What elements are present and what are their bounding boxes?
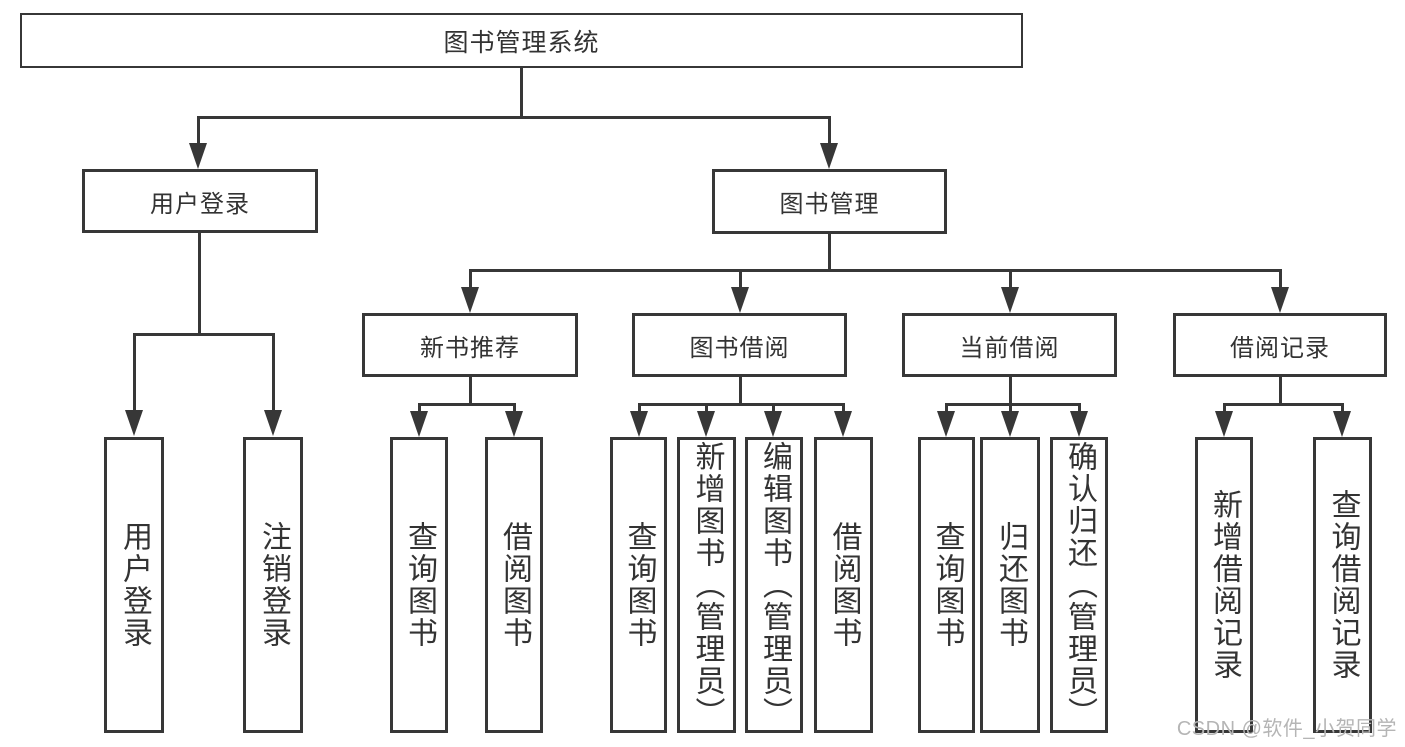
arrow-stem bbox=[944, 403, 948, 413]
node-book-management: 图书管理 bbox=[712, 169, 947, 234]
leaf-label: 新增图书（管理员） bbox=[690, 441, 724, 729]
arrow-down bbox=[1333, 411, 1351, 437]
arrow-stem bbox=[132, 333, 136, 412]
connector-book-mgmt-stem bbox=[827, 234, 831, 272]
arrow-stem bbox=[1340, 403, 1344, 413]
leaf-borrow-books-1: 借阅图书 bbox=[485, 437, 543, 733]
arrow-down bbox=[505, 411, 523, 437]
arrow-stem bbox=[841, 403, 845, 413]
arrow-stem bbox=[196, 116, 200, 145]
connector-book-borrow-bar bbox=[637, 403, 845, 406]
arrow-down bbox=[731, 287, 749, 313]
arrow-down bbox=[697, 411, 715, 437]
connector-root-stem bbox=[519, 68, 523, 119]
arrow-stem bbox=[468, 269, 472, 289]
arrow-down bbox=[1070, 411, 1088, 437]
arrow-down bbox=[1271, 287, 1289, 313]
arrow-down bbox=[820, 143, 838, 169]
connector-new-books-stem bbox=[468, 377, 472, 405]
arrow-down bbox=[1001, 287, 1019, 313]
arrow-stem bbox=[512, 403, 516, 413]
arrow-down bbox=[189, 143, 207, 169]
connector-book-mgmt-bar bbox=[468, 269, 1282, 272]
arrow-stem bbox=[1077, 403, 1081, 413]
leaf-label: 借阅图书 bbox=[827, 521, 861, 649]
connector-book-borrow-stem bbox=[738, 377, 742, 405]
leaf-label: 编辑图书（管理员） bbox=[758, 441, 791, 729]
leaf-query-books-3: 查询图书 bbox=[918, 437, 975, 733]
node-current-borrowing: 当前借阅 bbox=[902, 313, 1117, 377]
arrow-stem bbox=[1222, 403, 1226, 413]
connector-root-bar bbox=[196, 116, 831, 119]
connector-current-borrow-stem bbox=[1008, 377, 1012, 405]
leaf-return-books: 归还图书 bbox=[980, 437, 1040, 733]
leaf-query-books-1: 查询图书 bbox=[390, 437, 448, 733]
leaf-edit-books-admin: 编辑图书（管理员） bbox=[745, 437, 803, 733]
arrow-down bbox=[461, 287, 479, 313]
leaf-label: 查询图书 bbox=[622, 521, 656, 649]
node-new-books: 新书推荐 bbox=[362, 313, 578, 377]
leaf-borrow-books-2: 借阅图书 bbox=[814, 437, 873, 733]
leaf-label: 新增借阅记录 bbox=[1208, 489, 1241, 681]
leaf-label: 查询图书 bbox=[403, 521, 436, 649]
arrow-down bbox=[764, 411, 782, 437]
arrow-stem bbox=[1278, 269, 1282, 289]
node-borrowing-records: 借阅记录 bbox=[1173, 313, 1387, 377]
node-root: 图书管理系统 bbox=[20, 13, 1023, 68]
leaf-add-books-admin: 新增图书（管理员） bbox=[677, 437, 736, 733]
connector-borrow-records-bar bbox=[1222, 403, 1344, 406]
leaf-confirm-return-admin: 确认归还（管理员） bbox=[1050, 437, 1108, 733]
arrow-down bbox=[410, 411, 428, 437]
arrow-down bbox=[937, 411, 955, 437]
connector-current-borrow-bar bbox=[944, 403, 1081, 406]
node-user-login: 用户登录 bbox=[82, 169, 318, 233]
arrow-down bbox=[264, 410, 282, 436]
arrow-down bbox=[1001, 411, 1019, 437]
arrow-down bbox=[125, 410, 143, 436]
leaf-label: 查询图书 bbox=[930, 521, 964, 649]
leaf-query-books-2: 查询图书 bbox=[610, 437, 667, 733]
leaf-label: 借阅图书 bbox=[498, 521, 531, 649]
arrow-down bbox=[630, 411, 648, 437]
arrow-stem bbox=[637, 403, 641, 413]
leaf-label: 注销登录 bbox=[257, 521, 290, 649]
leaf-label: 确认归还（管理员） bbox=[1063, 441, 1096, 729]
arrow-stem bbox=[271, 333, 275, 412]
leaf-label: 归还图书 bbox=[994, 521, 1027, 649]
arrow-down bbox=[1215, 411, 1233, 437]
arrow-stem bbox=[771, 403, 775, 413]
leaf-query-borrow-record: 查询借阅记录 bbox=[1313, 437, 1372, 733]
leaf-logout: 注销登录 bbox=[243, 437, 303, 733]
watermark: CSDN @软件_小贺同学 bbox=[1176, 718, 1397, 740]
leaf-label: 用户登录 bbox=[118, 521, 151, 649]
node-book-borrowing: 图书借阅 bbox=[632, 313, 847, 377]
arrow-stem bbox=[704, 403, 708, 413]
arrow-stem bbox=[738, 269, 742, 289]
connector-user-login-bar bbox=[132, 333, 275, 336]
leaf-user-login: 用户登录 bbox=[104, 437, 164, 733]
arrow-stem bbox=[1008, 269, 1012, 289]
connector-new-books-bar bbox=[417, 403, 516, 406]
arrow-stem bbox=[1008, 403, 1012, 413]
leaf-label: 查询借阅记录 bbox=[1326, 489, 1360, 681]
arrow-down bbox=[834, 411, 852, 437]
connector-borrow-records-stem bbox=[1278, 377, 1282, 405]
connector-user-login-stem bbox=[197, 233, 201, 336]
arrow-stem bbox=[417, 403, 421, 413]
arrow-stem bbox=[827, 116, 831, 145]
leaf-add-borrow-record: 新增借阅记录 bbox=[1195, 437, 1253, 733]
